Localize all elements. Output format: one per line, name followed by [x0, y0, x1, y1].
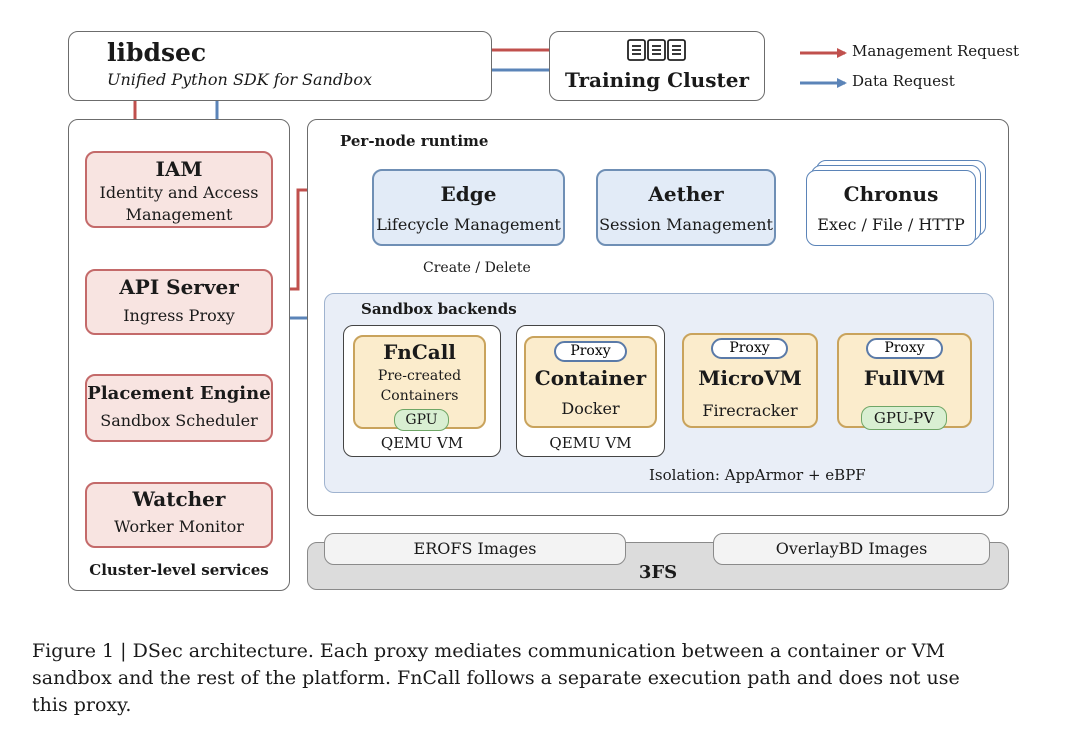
chronus-title: Chronus — [843, 182, 939, 206]
legend-data-label: Data Request — [852, 72, 955, 90]
isolation-label: Isolation: AppArmor + eBPF — [646, 466, 869, 484]
caption-line-1: Figure 1 | DSec architecture. Each proxy… — [32, 640, 945, 662]
microvm-title: MicroVM — [698, 366, 802, 390]
edge-sub: Lifecycle Management — [376, 215, 561, 234]
caption-line-2: sandbox and the rest of the platform. Fn… — [32, 667, 960, 689]
erofs-images-label: EROFS Images — [413, 539, 537, 558]
microvm-proxy: Proxy — [711, 338, 788, 359]
edge-title: Edge — [440, 182, 497, 206]
threefs-label: 3FS — [638, 562, 678, 583]
libdsec-subtitle: Unified Python SDK for Sandbox — [107, 70, 372, 89]
microvm-sub: Firecracker — [702, 401, 798, 420]
fullvm-gpu-pv-badge: GPU-PV — [861, 406, 947, 430]
training-cluster-box — [549, 31, 765, 101]
fncall-line1: Pre-created — [377, 368, 462, 384]
aether-box — [596, 169, 776, 246]
sandbox-backends-label: Sandbox backends — [361, 300, 517, 318]
chronus-sub: Exec / File / HTTP — [817, 215, 965, 234]
chronus-box — [806, 170, 976, 246]
per-node-runtime-label: Per-node runtime — [340, 132, 489, 150]
fullvm-proxy: Proxy — [866, 338, 943, 359]
caption-line-3: this proxy. — [32, 694, 132, 716]
placement-engine-sub: Sandbox Scheduler — [100, 411, 258, 430]
placement-engine-title: Placement Engine — [87, 383, 271, 404]
overlaybd-images-box — [713, 533, 990, 565]
fncall-gpu-badge: GPU — [394, 409, 449, 431]
api-server-sub: Ingress Proxy — [123, 306, 235, 325]
iam-box — [85, 151, 273, 228]
libdsec-box — [68, 31, 492, 101]
create-delete-label: Create / Delete — [423, 260, 531, 276]
overlaybd-images-label: OverlayBD Images — [775, 539, 928, 558]
watcher-sub: Worker Monitor — [114, 517, 244, 536]
iam-title: IAM — [155, 157, 203, 181]
aether-title: Aether — [648, 182, 724, 206]
fncall-title: FnCall — [383, 340, 456, 364]
cluster-services-label: Cluster-level services — [89, 561, 269, 579]
libdsec-title: libdsec — [107, 38, 207, 67]
erofs-images-box — [324, 533, 626, 565]
server-rack-icon — [627, 39, 686, 61]
container-title: Container — [534, 366, 647, 390]
training-cluster-label: Training Cluster — [565, 68, 749, 92]
placement-engine-box — [85, 374, 273, 442]
iam-line2: Management — [125, 205, 233, 224]
container-proxy: Proxy — [554, 341, 627, 362]
watcher-box — [85, 482, 273, 548]
container-sub: Docker — [561, 399, 620, 418]
container-host-label: QEMU VM — [549, 434, 632, 452]
edge-box — [372, 169, 565, 246]
aether-sub: Session Management — [599, 215, 773, 234]
legend-management-label: Management Request — [852, 42, 1019, 60]
fncall-host-label: QEMU VM — [380, 434, 464, 452]
api-server-box — [85, 269, 273, 335]
fncall-line2: Containers — [380, 388, 459, 404]
api-server-title: API Server — [119, 275, 239, 299]
watcher-title: Watcher — [132, 487, 226, 511]
fullvm-title: FullVM — [863, 366, 946, 390]
figure-caption: Figure 1 | DSec architecture. Each proxy… — [32, 638, 1062, 719]
iam-line1: Identity and Access — [99, 183, 259, 202]
